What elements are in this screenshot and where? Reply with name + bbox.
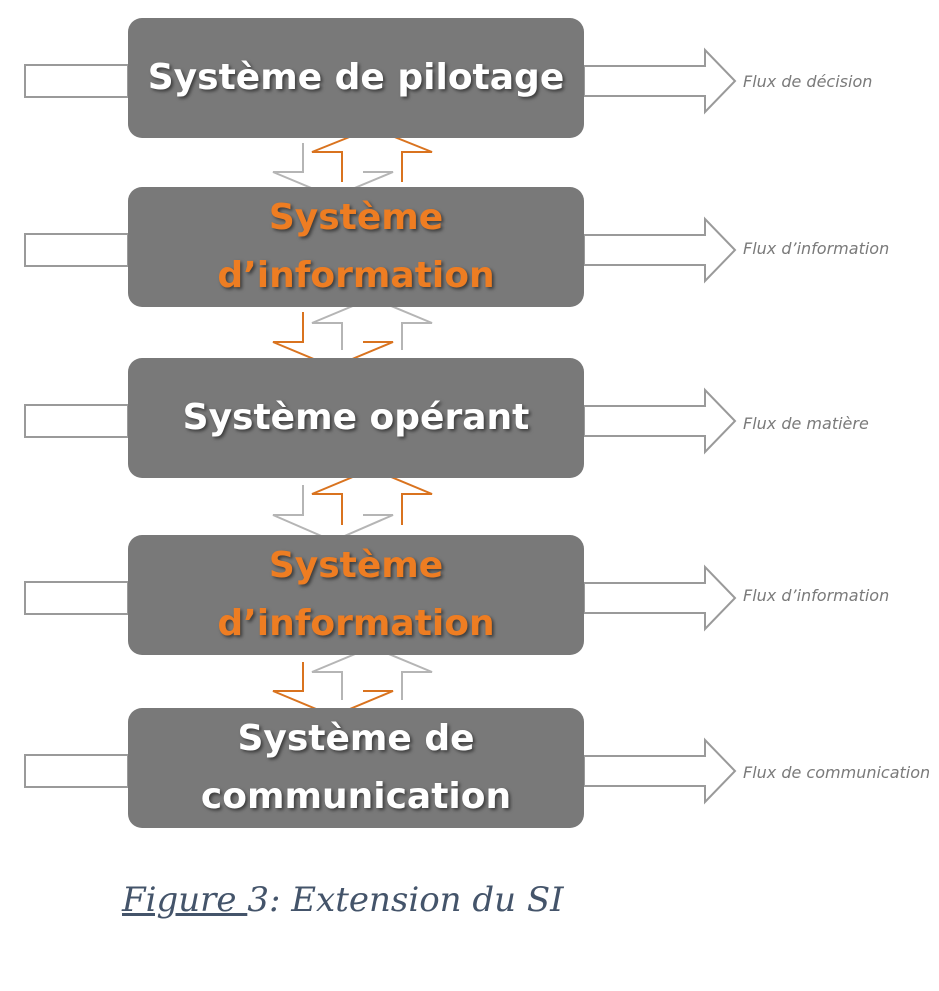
figure-caption: Figure 3: Extension du SI <box>122 880 564 920</box>
caption-label: Figure <box>122 880 248 920</box>
flux-label: Flux d’information <box>743 239 890 258</box>
flux-label: Flux de matière <box>743 414 869 433</box>
box-label: Système opérant <box>182 397 530 438</box>
box-label: d’information <box>217 255 495 296</box>
down-arrow-orange <box>272 312 394 369</box>
box-label: Système <box>268 545 444 586</box>
box-systeme-communication: Système de communication <box>128 708 584 828</box>
flux-label: Flux d’information <box>743 586 890 605</box>
box-label: Système de <box>237 718 475 759</box>
flux-label: Flux de décision <box>743 72 873 91</box>
down-arrow-orange <box>272 662 394 718</box>
down-arrow-gray <box>272 143 394 199</box>
box-systeme-pilotage: Système de pilotage <box>128 18 584 138</box>
box-systeme-information: Système d’information <box>128 187 584 307</box>
box-label: d’information <box>217 603 495 644</box>
box-label: Système <box>268 197 444 238</box>
box-systeme-information-2: Système d’information <box>128 535 584 655</box>
input-arrows <box>24 64 129 788</box>
caption-text: 3: Extension du SI <box>247 880 564 920</box>
output-arrows <box>583 47 737 805</box>
box-label: Système de pilotage <box>147 57 565 98</box>
down-arrow-gray <box>272 485 394 543</box>
box-systeme-operant: Système opérant <box>128 358 584 478</box>
flux-label: Flux de communication <box>743 763 931 782</box>
box-label: communication <box>200 776 512 817</box>
